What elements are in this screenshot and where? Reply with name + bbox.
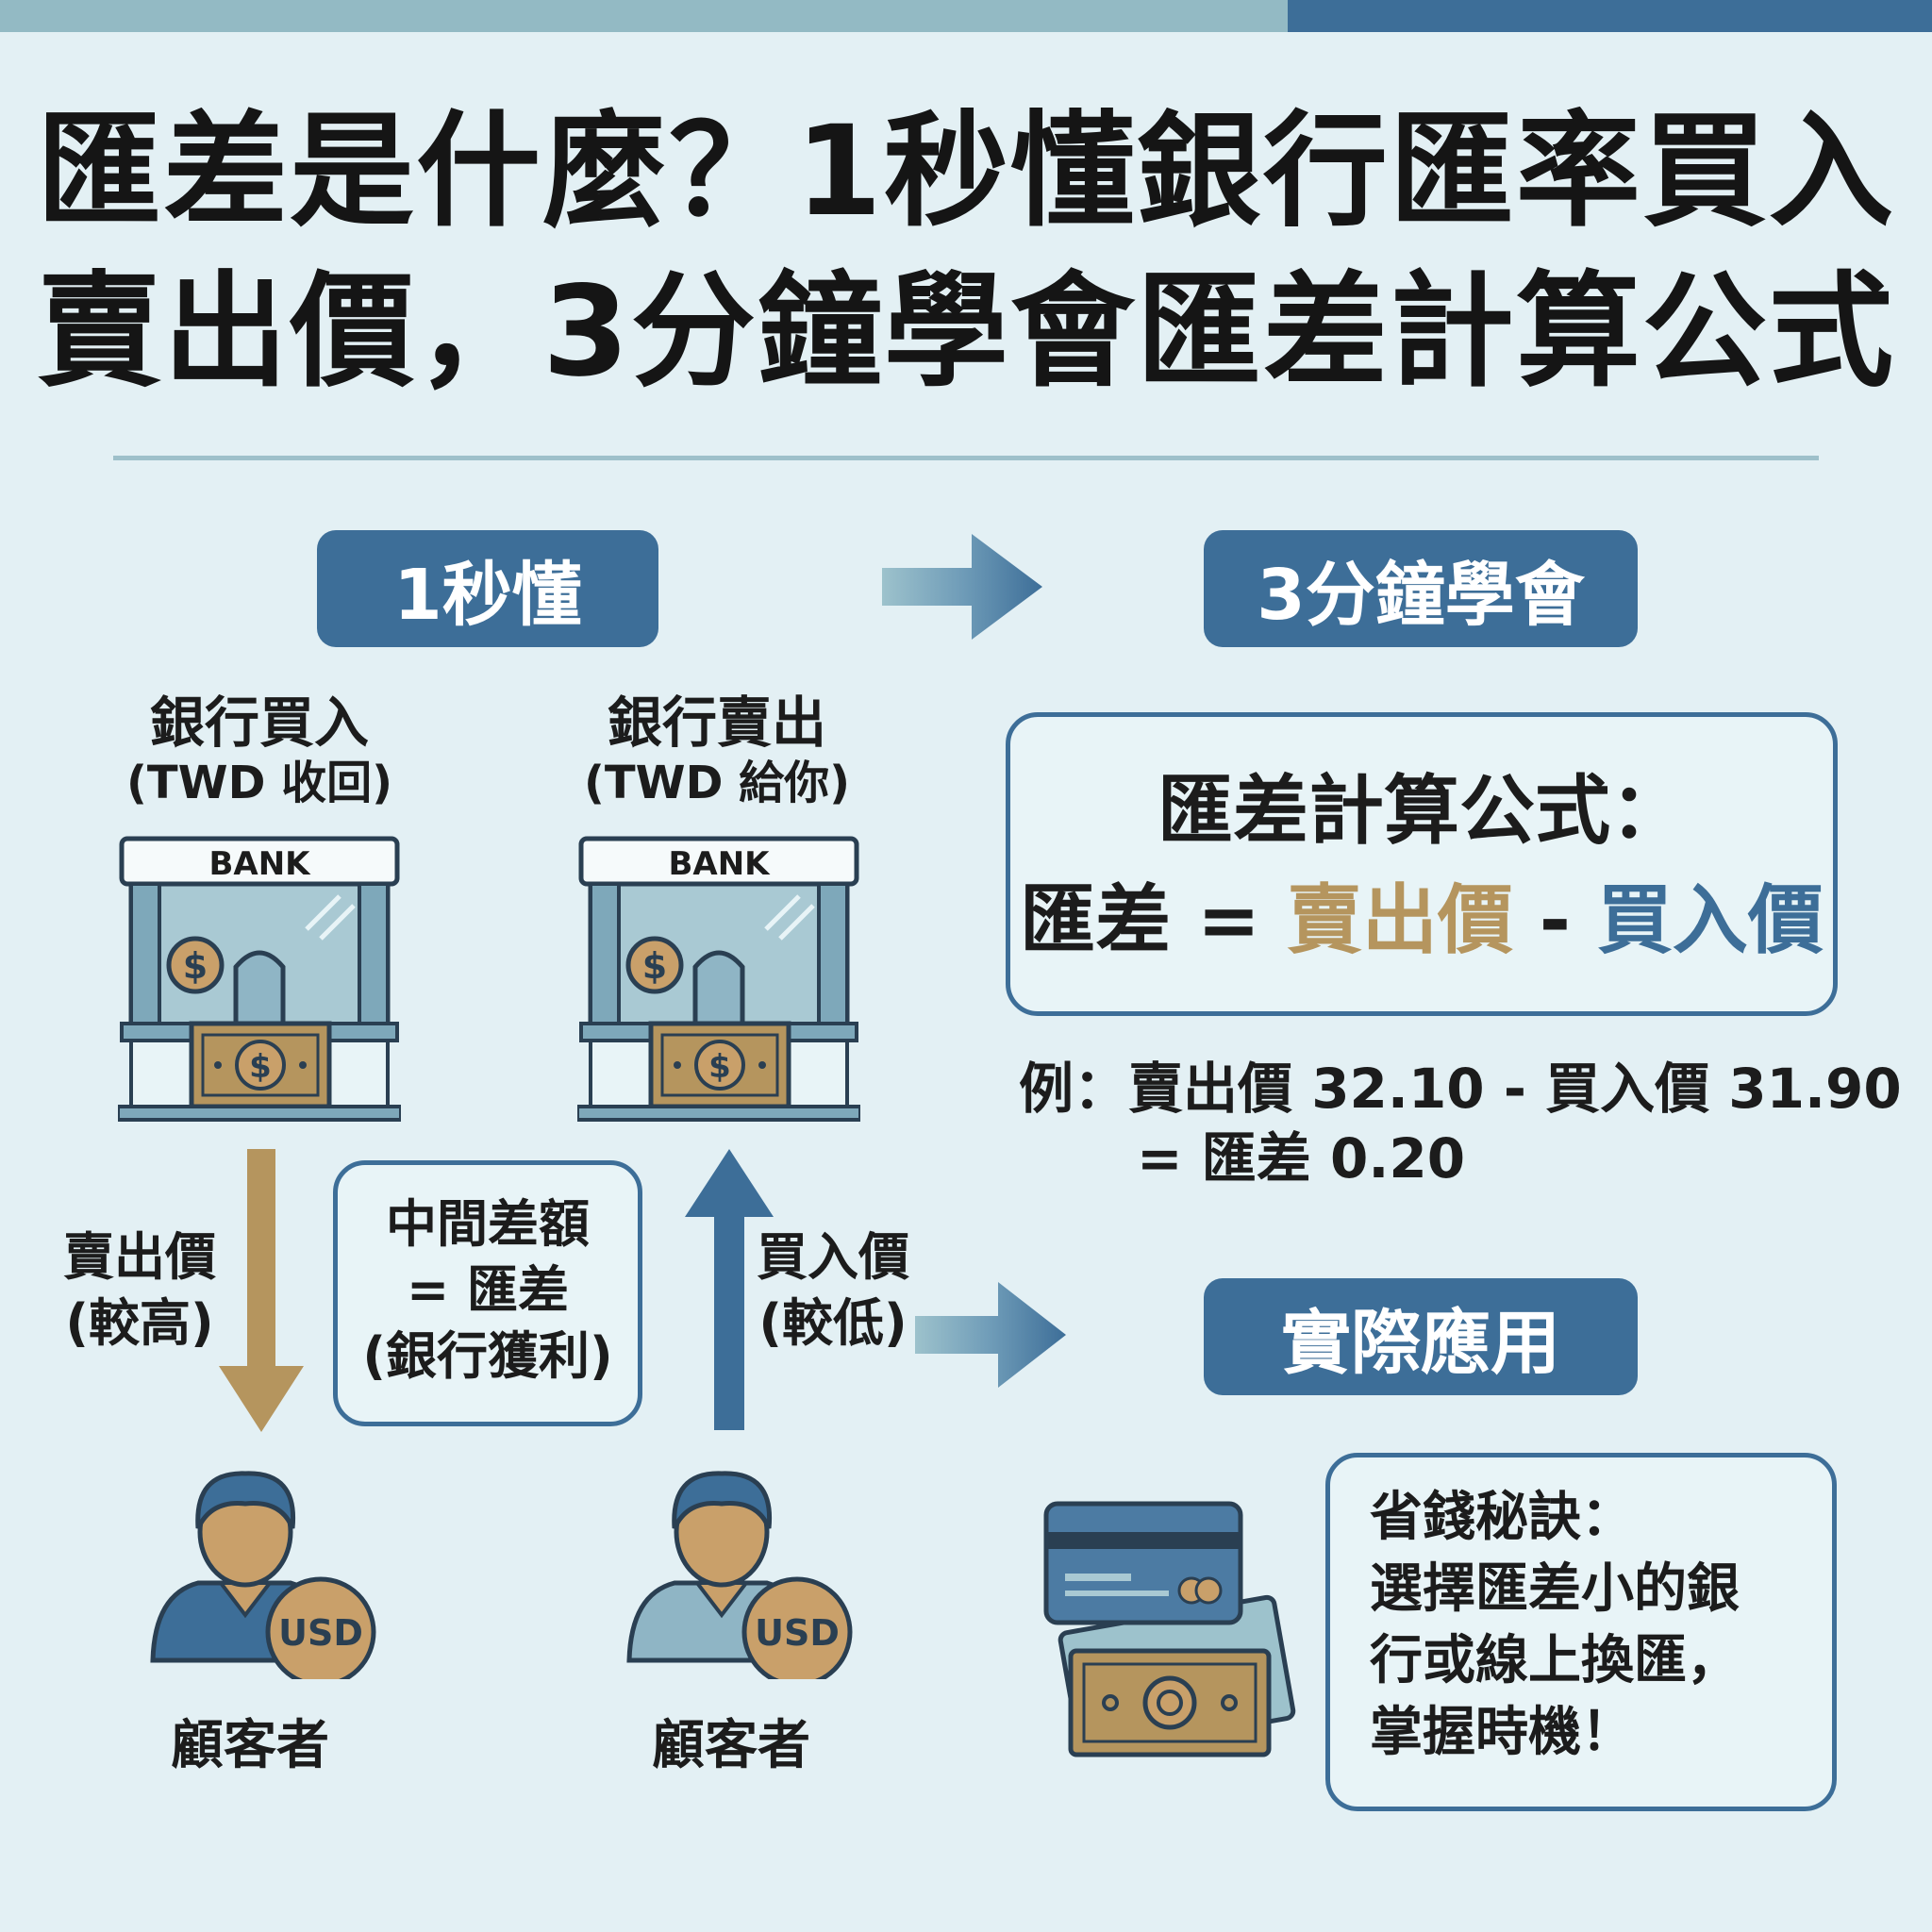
svg-text:$: $ [249,1048,272,1086]
sell-price-note: (較高) [65,1293,214,1353]
spread-box-line-1: 中間差額 [386,1194,590,1254]
svg-text:$: $ [183,945,208,987]
customer-2-label: 顧客者 [652,1715,810,1776]
bank-sign: BANK [208,845,311,883]
tips-line-2: 選擇匯差小的銀 [1370,1558,1740,1620]
bank-counter-buy: BANK $ $ [116,835,403,1123]
usd-coin: USD [755,1612,840,1654]
card-and-cash [1042,1500,1297,1764]
svg-text:$: $ [642,945,667,987]
bank-building-icon: BANK $ $ [575,836,862,1122]
top-bar-light [0,0,1288,32]
tips-box: 省錢秘訣： 選擇匯差小的銀 行或線上換匯， 掌握時機！ [1325,1453,1837,1811]
bank-buy-heading: 銀行買入 [149,691,369,755]
spread-box: 中間差額 = 匯差 (銀行獲利) [333,1160,642,1426]
up-arrow-icon [685,1149,774,1430]
formula-sell-price: 賣出價 [1286,876,1513,964]
tips-line-1: 省錢秘訣： [1370,1487,1634,1548]
buy-price-note: (較低) [758,1293,908,1353]
pill-apply: 實際應用 [1204,1278,1638,1395]
customer-1: USD [142,1453,387,1688]
formula-lhs: 匯差 = [1020,876,1287,964]
title-line-2: 賣出價，3分鐘學會匯差計算公式 [37,259,1895,405]
spread-box-line-2: = 匯差 [406,1260,570,1320]
bank-building-icon: BANK $ $ [116,836,403,1122]
person-icon: USD [626,1471,853,1688]
spread-box-line-3: (銀行獲利) [362,1326,613,1386]
formula-equation: 匯差 = 賣出價 - 買入價 [1010,874,1833,968]
pill-learn: 3分鐘學會 [1204,530,1638,647]
customer-2: USD [618,1453,863,1688]
formula-minus: - [1512,876,1597,964]
bank-buy-sub: (TWD 收回) [125,757,393,809]
down-arrow-icon [219,1149,304,1432]
example-line-2: = 匯差 0.20 [1137,1126,1466,1191]
buy-price-label: 買入價 [757,1227,909,1287]
pill-quick: 1秒懂 [317,530,658,647]
tips-line-4: 掌握時機！ [1370,1702,1634,1763]
sell-price-label: 賣出價 [63,1227,216,1287]
person-icon: USD [150,1471,376,1688]
right-arrow-icon [915,1282,1066,1388]
bank-sell-sub: (TWD 給你) [583,757,851,809]
usd-coin: USD [278,1612,363,1654]
tips-line-3: 行或線上換匯， [1370,1630,1740,1691]
top-bar-dark [1288,0,1932,32]
formula-box: 匯差計算公式： 匯差 = 賣出價 - 買入價 [1006,712,1838,1016]
bank-counter-sell: BANK $ $ [575,835,862,1123]
formula-buy-price: 買入價 [1596,876,1824,964]
credit-card-cash-icon [1043,1501,1296,1757]
formula-title: 匯差計算公式： [1158,767,1686,855]
bank-sell-heading: 銀行賣出 [607,691,826,755]
title-line-1: 匯差是什麼？1秒懂銀行匯率買入 [37,99,1895,244]
title-divider [113,456,1819,460]
svg-text:$: $ [708,1048,731,1086]
bank-sign: BANK [668,845,771,883]
customer-1-label: 顧客者 [171,1715,329,1776]
example-line-1: 例：賣出價 32.10 - 買入價 31.90 [1019,1057,1902,1121]
right-arrow-icon [882,534,1042,640]
